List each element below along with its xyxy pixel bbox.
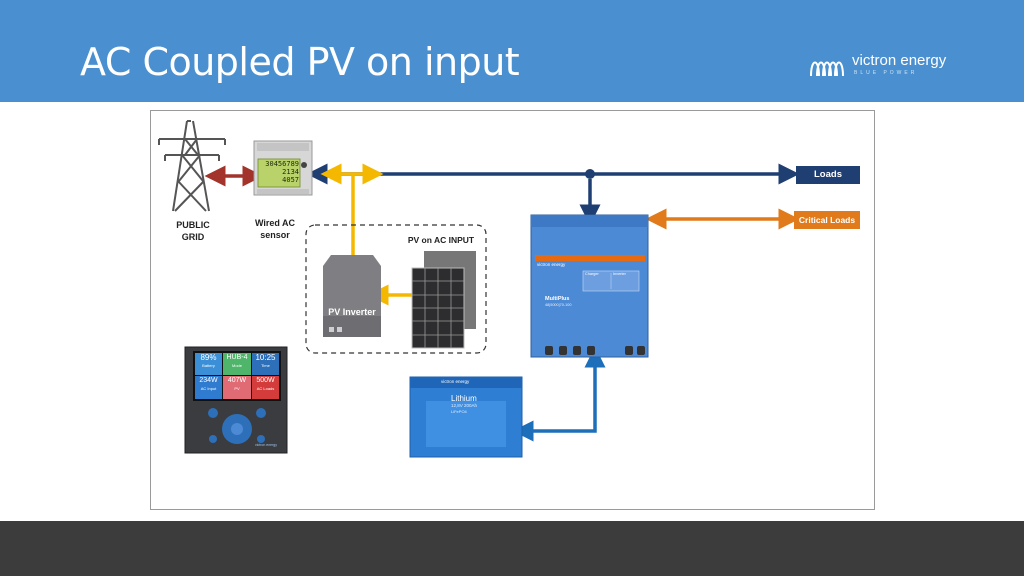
pv-group-outline	[305, 224, 487, 354]
pylon-icon	[158, 120, 226, 212]
tile-caption: AC Input	[200, 386, 217, 391]
tile-value: 234W	[199, 377, 218, 384]
tile-caption: PV	[234, 386, 240, 391]
multiplus-brand: victron energy	[537, 262, 566, 267]
meter-reading-2: 2134	[282, 168, 299, 176]
slide-header: AC Coupled PV on input victron energy BL…	[0, 0, 1024, 102]
display-tile-battery: 89% Battery	[195, 353, 222, 369]
pv-inverter-label: PV Inverter	[328, 307, 376, 317]
dc-link-arrow	[512, 346, 606, 442]
pv-group-label: PV on AC INPUT	[407, 235, 475, 245]
multiplus-model: MultiPlus	[545, 296, 570, 302]
control-display-icon	[184, 346, 288, 454]
critical-loads-box: Critical Loads	[794, 211, 860, 229]
display-brand: victron energy	[255, 443, 277, 447]
display-tile-ac-input: 234W AC Input	[195, 376, 222, 392]
display-tile-pv: 407W PV	[223, 376, 251, 392]
meter-reading-3: 4057	[282, 176, 299, 184]
display-tile-mode: HUB-4 Mode	[223, 353, 251, 369]
ac-sensor-meter-icon	[253, 140, 313, 196]
multiplus-panel-right: Inverter	[613, 272, 626, 276]
system-diagram: 30456789 2134 4057 PUBLIC GRID Wired AC …	[150, 110, 875, 510]
battery-label: Lithium	[451, 394, 477, 403]
meter-readings: 30456789 2134 4057	[259, 160, 299, 184]
slide-footer	[0, 521, 1024, 576]
logo-tagline: BLUE POWER	[854, 70, 918, 76]
grid-label-line1: PUBLIC	[176, 220, 210, 230]
bus-junction	[585, 169, 595, 179]
battery-brand: victron energy	[441, 379, 470, 384]
tile-value: 500W	[256, 377, 275, 384]
sensor-label-line1: Wired AC	[254, 218, 296, 228]
display-tile-time: 10:25 Time	[252, 353, 279, 369]
public-grid-label: PUBLIC GRID	[169, 219, 217, 243]
sensor-label-line2: sensor	[260, 230, 290, 240]
pv-inverter-icon	[323, 255, 381, 337]
tile-value: 89%	[200, 353, 217, 362]
tile-caption: AC Loads	[256, 386, 275, 391]
grid-label-line2: GRID	[181, 232, 205, 242]
tile-value: 407W	[227, 377, 247, 384]
tile-caption: Time	[261, 363, 270, 368]
slide-title: AC Coupled PV on input	[80, 40, 520, 84]
wired-ac-sensor-label: Wired AC sensor	[247, 217, 303, 241]
battery-spec: 12,8V 200Ah	[451, 403, 478, 408]
multiplus-panel-left: Charger	[585, 272, 599, 276]
meter-reading-1: 30456789	[265, 160, 299, 168]
tile-value: 10:25	[255, 353, 276, 362]
victron-logo: victron energy BLUE POWER	[808, 50, 958, 82]
battery-sub: LiFePO4	[451, 409, 467, 414]
logo-text: victron energy	[852, 52, 947, 69]
multiplus-model-sub: 48|5000|70-100	[545, 303, 572, 307]
diagram-connections	[158, 120, 800, 458]
multiplus-icon	[530, 214, 649, 358]
victron-waves-icon	[810, 61, 844, 77]
tile-value: HUB-4	[226, 354, 248, 361]
solar-panel-icon	[411, 251, 476, 349]
loads-box: Loads	[796, 166, 860, 184]
tile-caption: Battery	[202, 363, 215, 368]
tile-caption: Mode	[231, 363, 242, 368]
lithium-battery-icon	[409, 376, 523, 458]
display-tile-ac-loads: 500W AC Loads	[252, 376, 279, 392]
